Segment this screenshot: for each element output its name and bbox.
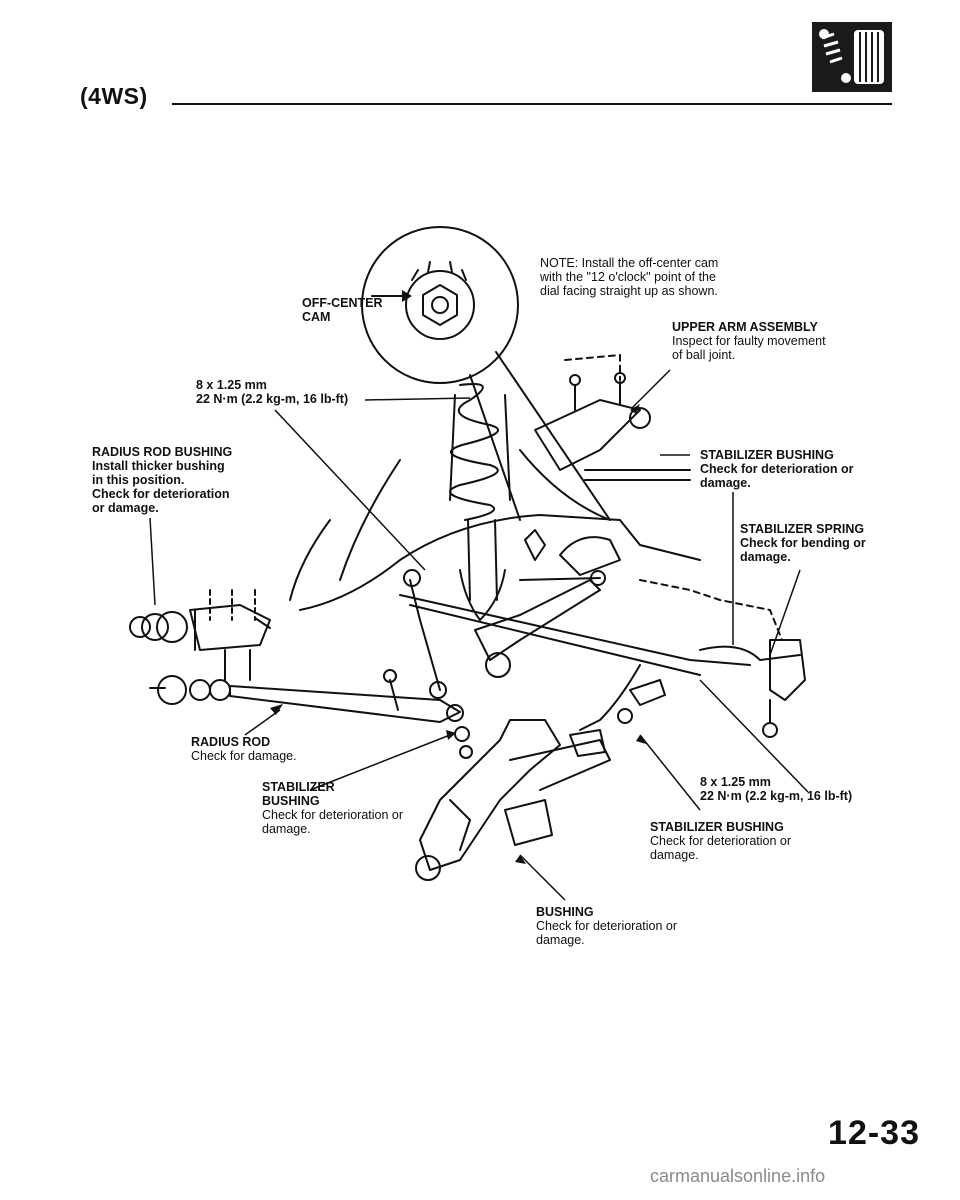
callout-desc: Check for deterioration or damage. bbox=[536, 919, 678, 947]
header-rule bbox=[172, 103, 892, 105]
radius-rod bbox=[149, 675, 461, 723]
off-center-cam-note: NOTE: Install the off-center cam with th… bbox=[540, 256, 719, 298]
stabilizer-bar bbox=[399, 594, 806, 738]
off-center-cam-detail bbox=[361, 226, 519, 384]
callout-title: RADIUS ROD bbox=[191, 735, 271, 749]
radius-rod-bushing-callout: RADIUS ROD BUSHING Install thicker bushi… bbox=[92, 445, 232, 515]
stabilizer-link bbox=[383, 569, 473, 759]
callout-desc: Check for deterioration or damage. bbox=[650, 834, 792, 862]
bolt-size: 8 x 1.25 mm bbox=[700, 775, 771, 789]
callout-desc: Check for deterioration or damage. bbox=[262, 808, 404, 836]
bolt-size: 8 x 1.25 mm bbox=[196, 378, 267, 392]
bushing-callout: BUSHING Check for deterioration or damag… bbox=[536, 905, 677, 947]
upper-arm bbox=[534, 372, 651, 471]
stabilizer-bushing-left-callout: STABILIZER BUSHING Check for deteriorati… bbox=[262, 780, 403, 836]
page-number: 12-33 bbox=[828, 1114, 920, 1152]
callout-title: STABILIZER BUSHING bbox=[262, 780, 335, 808]
callout-title: BUSHING bbox=[536, 905, 594, 919]
callout-desc: Check for bending or damage. bbox=[740, 536, 866, 564]
callout-desc: Install thicker bushing in this position… bbox=[92, 459, 230, 515]
callout-title: UPPER ARM ASSEMBLY bbox=[672, 320, 818, 334]
callout-desc: Inspect for faulty movement of ball join… bbox=[672, 334, 826, 362]
callout-title: STABILIZER BUSHING bbox=[650, 820, 784, 834]
bolt-torque: 22 N·m (2.2 kg-m, 16 lb-ft) bbox=[196, 392, 349, 406]
bolt-torque: 22 N·m (2.2 kg-m, 16 lb-ft) bbox=[700, 789, 853, 803]
callout-title: RADIUS ROD BUSHING bbox=[92, 445, 233, 459]
radius-rod-callout: RADIUS ROD Check for damage. bbox=[191, 735, 297, 763]
upper-arm-callout: UPPER ARM ASSEMBLY Inspect for faulty mo… bbox=[672, 320, 826, 362]
shock-absorber-icon bbox=[812, 22, 892, 92]
callout-title: STABILIZER BUSHING bbox=[700, 448, 834, 462]
bolt-lower-spec: 8 x 1.25 mm 22 N·m (2.2 kg-m, 16 lb-ft) bbox=[700, 775, 852, 803]
stabilizer-bushing-right-callout: STABILIZER BUSHING Check for deteriorati… bbox=[650, 820, 791, 862]
coil-spring bbox=[449, 383, 511, 621]
off-center-cam-label: OFF-CENTER CAM bbox=[302, 296, 383, 324]
bolt-upper-spec: 8 x 1.25 mm 22 N·m (2.2 kg-m, 16 lb-ft) bbox=[196, 378, 348, 406]
radius-rod-bushing bbox=[129, 604, 271, 681]
knuckle bbox=[415, 719, 611, 881]
callout-desc: Check for deterioration or damage. bbox=[700, 462, 854, 490]
watermark: carmanualsonline.info bbox=[650, 1166, 826, 1186]
callout-desc: Check for damage. bbox=[191, 749, 297, 763]
section-title: (4WS) bbox=[80, 83, 148, 109]
stabilizer-bushing-upper-callout: STABILIZER BUSHING Check for deteriorati… bbox=[700, 448, 854, 490]
stabilizer-spring-callout: STABILIZER SPRING Check for bending or d… bbox=[740, 522, 866, 564]
callout-title: STABILIZER SPRING bbox=[740, 522, 865, 536]
